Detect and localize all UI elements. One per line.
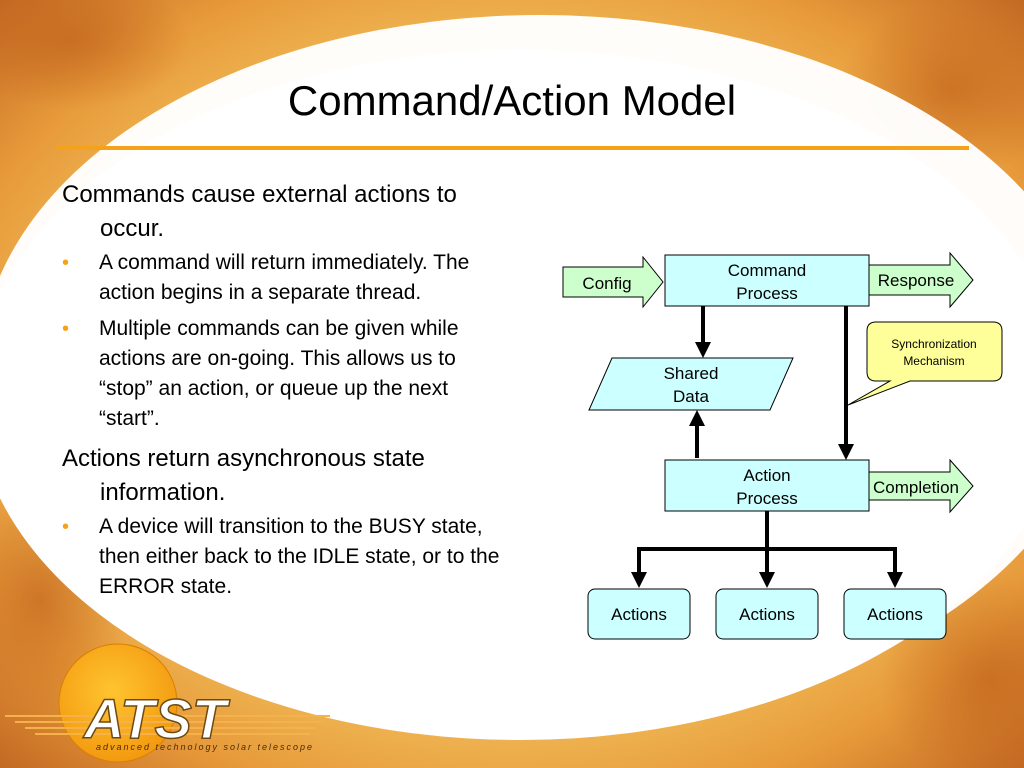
bullet-list: • A command will return immediately. The… (62, 248, 512, 434)
shared-data-line2: Data (673, 387, 709, 406)
bullet-list: • A device will transition to the BUSY s… (62, 512, 512, 602)
shared-data-shape: Shared Data (588, 357, 794, 411)
bullet-icon: • (62, 516, 70, 538)
actions-label: Actions (611, 605, 667, 624)
slide-title: Command/Action Model (287, 77, 737, 124)
bullet-item: • A device will transition to the BUSY s… (62, 512, 512, 602)
actions-box: Actions (843, 588, 947, 640)
action-process-box: Action Process (664, 459, 870, 512)
response-arrow: Response (868, 251, 974, 309)
action-process-line2: Process (736, 489, 797, 508)
completion-arrow: Completion (868, 458, 974, 514)
fan-out-connector (631, 511, 903, 588)
response-label: Response (878, 271, 955, 290)
command-process-line1: Command (728, 261, 806, 280)
slide-body: Commands cause external actions to occur… (62, 178, 512, 610)
actions-box: Actions (587, 588, 691, 640)
section-heading: Actions return asynchronous state inform… (62, 445, 425, 506)
action-process-line1: Action (743, 466, 790, 485)
atst-logo: ATST advanced technology solar telescope (5, 643, 330, 763)
command-process-line2: Process (736, 284, 797, 303)
bullet-text: Multiple commands can be given while act… (99, 317, 459, 430)
synchronization-callout: Synchronization Mechanism (847, 321, 1003, 406)
bullet-icon: • (62, 318, 70, 340)
actions-label: Actions (739, 605, 795, 624)
shared-data-line1: Shared (664, 364, 719, 383)
bullet-text: A device will transition to the BUSY sta… (99, 515, 500, 598)
completion-label: Completion (873, 478, 959, 497)
bullet-text: A command will return immediately. The a… (99, 251, 470, 304)
bullet-icon: • (62, 252, 70, 274)
sync-line2: Mechanism (903, 354, 964, 368)
bullet-item: • A command will return immediately. The… (62, 248, 512, 308)
config-arrow: Config (562, 255, 664, 309)
actions-label: Actions (867, 605, 923, 624)
section-heading: Commands cause external actions to occur… (62, 181, 457, 242)
bullet-item: • Multiple commands can be given while a… (62, 314, 512, 434)
sync-line1: Synchronization (891, 337, 976, 351)
logo-wordmark: ATST (82, 687, 231, 750)
config-label: Config (582, 274, 631, 293)
title-divider (55, 146, 969, 150)
command-process-box: Command Process (664, 254, 870, 307)
logo-tagline: advanced technology solar telescope (96, 742, 314, 752)
actions-box: Actions (715, 588, 819, 640)
